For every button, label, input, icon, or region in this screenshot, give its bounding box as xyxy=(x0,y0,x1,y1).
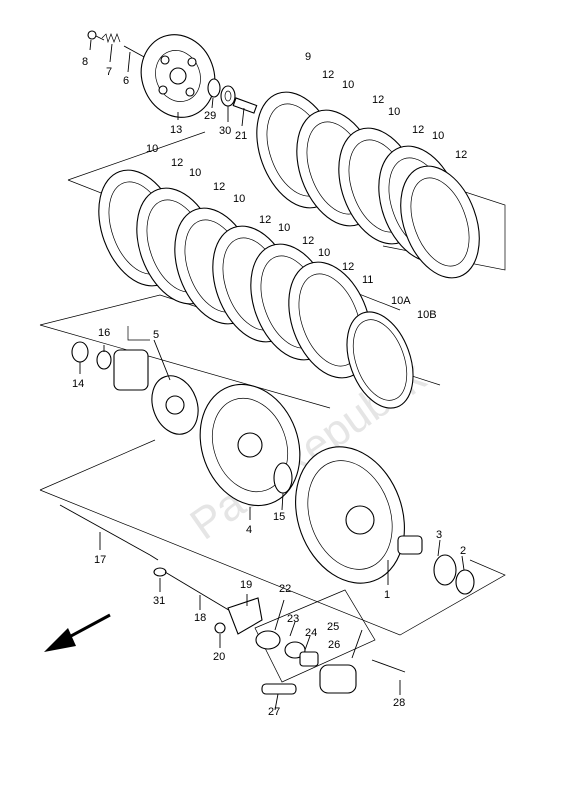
label-12b: 12 xyxy=(372,94,384,106)
label-1: 1 xyxy=(384,589,390,601)
label-12c: 12 xyxy=(412,124,424,136)
label-10h: 10 xyxy=(318,247,330,259)
label-12f: 12 xyxy=(213,181,225,193)
label-27: 27 xyxy=(268,706,280,718)
label-17: 17 xyxy=(94,554,106,566)
label-26: 26 xyxy=(328,639,340,651)
label-21: 21 xyxy=(235,130,247,142)
label-5: 5 xyxy=(153,329,159,341)
label-2: 2 xyxy=(460,545,466,557)
label-12g: 12 xyxy=(259,214,271,226)
washer-15 xyxy=(273,462,293,511)
label-13: 13 xyxy=(170,124,182,136)
label-10c: 10 xyxy=(432,130,444,142)
label-9: 9 xyxy=(305,51,311,63)
label-10e: 10 xyxy=(189,167,201,179)
label-12a: 12 xyxy=(322,69,334,81)
label-4: 4 xyxy=(246,524,252,536)
label-10A: 10A xyxy=(391,295,411,307)
label-29: 29 xyxy=(204,110,216,122)
label-6: 6 xyxy=(123,75,129,87)
lower-plate-stack xyxy=(98,169,414,409)
label-10B: 10B xyxy=(417,309,437,321)
front-arrow-icon xyxy=(44,613,111,652)
release-mechanism xyxy=(214,589,406,711)
label-20: 20 xyxy=(213,651,225,663)
push-rods xyxy=(59,504,233,613)
label-23: 23 xyxy=(287,613,299,625)
label-12h: 12 xyxy=(302,235,314,247)
label-12e: 12 xyxy=(171,157,183,169)
label-12d: 12 xyxy=(455,149,467,161)
clutch-basket xyxy=(295,446,405,585)
upper-plate-stack xyxy=(256,91,480,279)
label-31: 31 xyxy=(153,595,165,607)
label-12i: 12 xyxy=(342,261,354,273)
label-22: 22 xyxy=(279,583,291,595)
label-10g: 10 xyxy=(278,222,290,234)
pressure-plate-group xyxy=(87,30,258,127)
label-19: 19 xyxy=(240,579,252,591)
label-25: 25 xyxy=(327,621,339,633)
part-labels: 8 7 6 13 29 30 21 9 12 10 12 10 12 10 12… xyxy=(72,51,467,718)
label-10d: 10 xyxy=(146,143,158,155)
label-30: 30 xyxy=(219,125,231,137)
label-10a: 10 xyxy=(342,79,354,91)
label-10b: 10 xyxy=(388,106,400,118)
label-28: 28 xyxy=(393,697,405,709)
label-14: 14 xyxy=(72,378,84,390)
label-3: 3 xyxy=(436,529,442,541)
label-18: 18 xyxy=(194,612,206,624)
sleeve-and-bearing xyxy=(397,535,475,595)
label-24: 24 xyxy=(305,627,317,639)
label-10f: 10 xyxy=(233,193,245,205)
label-7: 7 xyxy=(106,66,112,78)
small-parts-left xyxy=(71,326,199,435)
label-8: 8 xyxy=(82,56,88,68)
label-15: 15 xyxy=(273,511,285,523)
label-16: 16 xyxy=(98,327,110,339)
label-11: 11 xyxy=(362,274,373,286)
